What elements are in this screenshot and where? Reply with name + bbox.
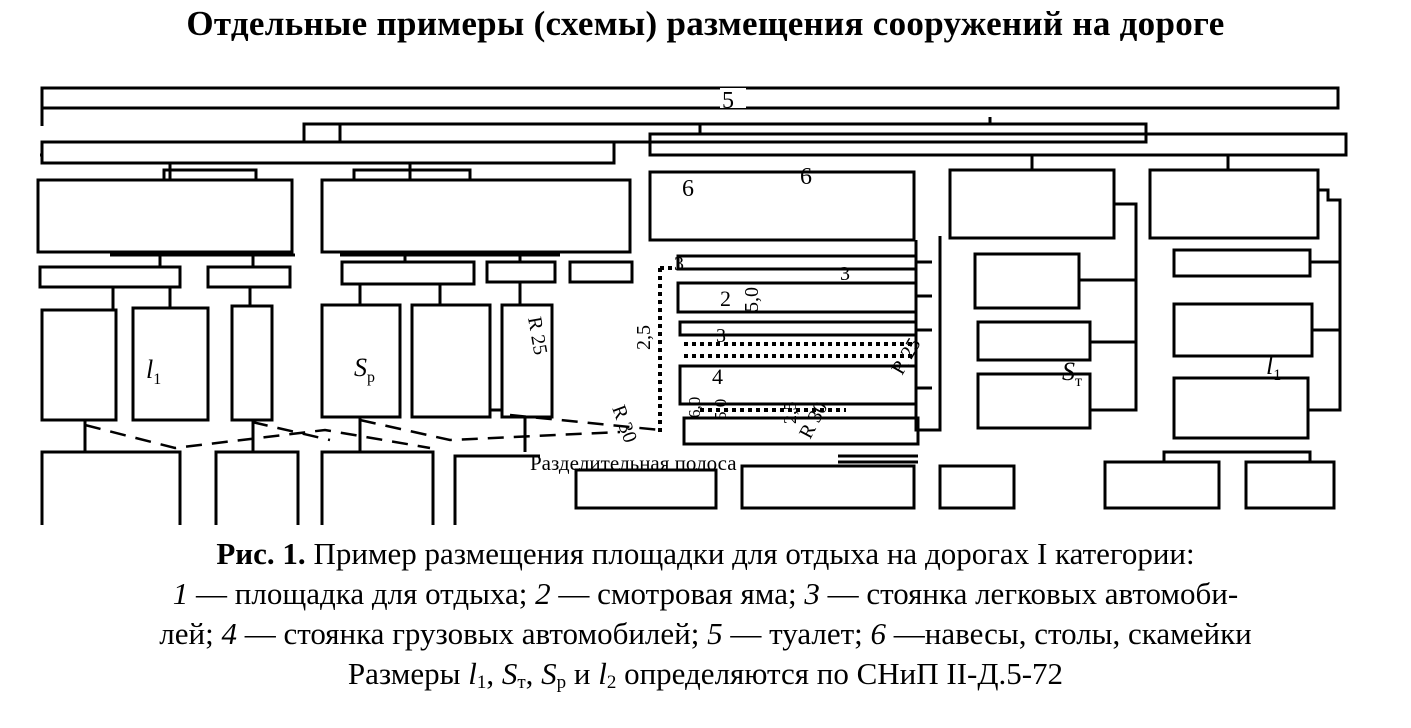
structure-block: [40, 140, 616, 165]
label-st: Sт: [1062, 357, 1082, 390]
label-l1: l1: [1266, 351, 1281, 384]
structure-block: [1244, 460, 1336, 510]
dimension-label: 5,0: [711, 399, 730, 420]
structure-block: [38, 265, 182, 289]
parking-lane: [676, 281, 918, 314]
structure-block: [485, 260, 557, 284]
structure-block: [976, 320, 1092, 362]
caption-line-4: Размеры l1, Sт, Sр и l2 определяются по …: [347, 656, 1064, 693]
label-inspection-pit: 2: [720, 286, 731, 311]
road-outline: [453, 454, 540, 525]
road-outline: [214, 450, 300, 525]
label-toilet: 5: [722, 88, 734, 114]
parking-lane: [676, 254, 918, 271]
median-lines: [838, 454, 918, 464]
road-outline: [1162, 450, 1312, 462]
structure-block: [648, 132, 1348, 157]
label-canopies: 6: [800, 164, 812, 190]
structure-block: [574, 468, 718, 510]
connector: [40, 108, 1230, 452]
dashed-boundary: [359, 418, 621, 442]
connector: [490, 303, 554, 417]
radius-label: R 30: [607, 402, 641, 446]
label-median-strip: Разделительная полоса: [530, 451, 737, 475]
structure-block: [1148, 168, 1320, 240]
structure-block: [976, 372, 1092, 430]
radius-label: R 25: [523, 315, 551, 357]
dashed-boundary: [251, 420, 331, 442]
structure-block: [206, 265, 292, 289]
structure-block: [973, 252, 1081, 310]
dashed-boundary: [658, 266, 676, 432]
structure-block: [340, 260, 476, 286]
dimension-label: 2,5: [633, 325, 655, 350]
structure-block: [1172, 248, 1312, 278]
dimension-label: 6,0: [685, 397, 704, 418]
structure-block: [410, 303, 492, 419]
connector: [1079, 202, 1138, 412]
structure-block: [1103, 460, 1221, 510]
road-outline: [320, 450, 435, 525]
structure-block: [938, 464, 1016, 510]
label-l1: l1: [146, 355, 161, 388]
caption-line-2: 1 — площадка для отдыха; 2 — смотровая я…: [172, 576, 1239, 611]
road-outline: [40, 450, 182, 525]
label-car-parking: 3: [716, 325, 726, 347]
caption-line-3: лей; 4 — стоянка грузовых автомобилей; 5…: [159, 616, 1252, 651]
radius-label: R 25: [887, 334, 925, 378]
structure-block: [230, 304, 274, 422]
structure-block: [320, 178, 632, 254]
label-car-parking: 3: [840, 263, 850, 285]
figure-caption: Рис. 1. Пример размещения площадки для о…: [0, 534, 1411, 703]
structure-block: [648, 170, 916, 242]
structure-block: [36, 178, 294, 254]
dimension-label: 5,0: [741, 287, 763, 312]
label-truck-parking: 4: [712, 364, 723, 389]
dimension-label: 2,5: [780, 402, 800, 425]
label-sp: Sр: [354, 353, 375, 386]
connector: [914, 236, 942, 432]
caption-line-1: Рис. 1. Пример размещения площадки для о…: [216, 536, 1195, 571]
structure-block: [948, 168, 1116, 240]
label-car-parking: 3: [674, 253, 684, 275]
structure-block: [568, 260, 634, 284]
structure-block: [1172, 376, 1310, 440]
parking-markings: [684, 342, 916, 412]
connector: [1308, 188, 1342, 412]
structure-block: [1172, 302, 1314, 358]
label-canopies: 6: [682, 176, 694, 202]
dashed-boundary: [84, 423, 431, 450]
structure-block: [131, 306, 210, 422]
connector: [162, 168, 472, 180]
structure-block: [740, 464, 916, 510]
page-title: Отдельные примеры (схемы) размещения соо…: [186, 4, 1225, 43]
structure-block: [40, 308, 118, 422]
structure-block: [40, 86, 1340, 110]
